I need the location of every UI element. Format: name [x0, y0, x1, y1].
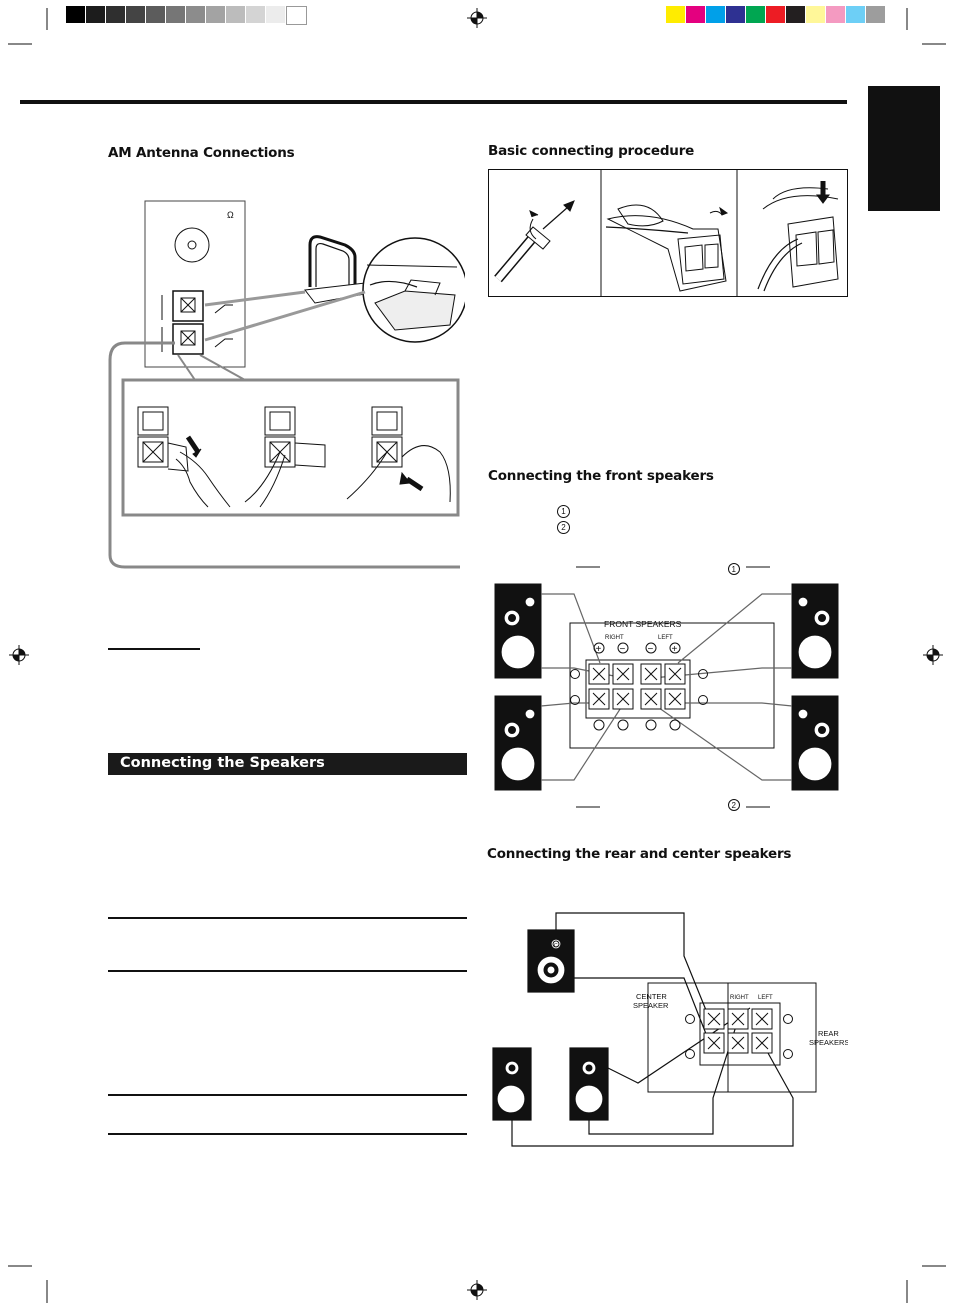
left-label: LEFT: [658, 635, 673, 641]
center-icon-letter: C: [554, 943, 558, 949]
left-label: LEFT: [758, 995, 773, 1001]
color-swatch: [726, 6, 745, 23]
color-swatch: [226, 6, 245, 23]
color-swatch: [66, 6, 85, 23]
divider: [108, 1094, 467, 1096]
header-rule: [20, 100, 847, 104]
plus-symbol: +: [672, 644, 678, 655]
basic-procedure-heading: Basic connecting procedure: [488, 143, 695, 159]
front-panel-label: FRONT SPEAKERS: [604, 619, 682, 629]
front-speakers-diagram: FRONT SPEAKERS RIGHT LEFT 1 2 + − − +: [494, 563, 839, 811]
step-marker: 2: [557, 521, 570, 534]
step-marker: 1: [732, 565, 737, 574]
minus-symbol: −: [648, 644, 654, 655]
color-swatch: [266, 6, 285, 23]
color-swatch: [806, 6, 825, 23]
minus-symbol: −: [620, 644, 626, 655]
right-label: RIGHT: [730, 995, 749, 1001]
color-swatch: [146, 6, 165, 23]
language-tab: [868, 86, 940, 211]
ohm-symbol: Ω: [227, 210, 234, 220]
right-label: RIGHT: [605, 635, 624, 641]
color-swatch: [286, 6, 307, 25]
color-swatch: [186, 6, 205, 23]
color-swatch: [206, 6, 225, 23]
color-swatch: [846, 6, 865, 23]
step-marker: 1: [557, 505, 570, 518]
color-swatch: [686, 6, 705, 23]
color-swatch: [166, 6, 185, 23]
rear-speakers-label: SPEAKERS: [809, 1038, 848, 1047]
color-swatch: [246, 6, 265, 23]
color-swatch: [126, 6, 145, 23]
plus-symbol: +: [596, 644, 602, 655]
front-speakers-heading: Connecting the front speakers: [488, 468, 714, 484]
color-swatch: [706, 6, 725, 23]
divider: [108, 970, 467, 972]
color-swatch: [106, 6, 125, 23]
rear-center-heading: Connecting the rear and center speakers: [487, 846, 792, 862]
divider: [108, 648, 200, 650]
center-speaker-label: CENTER: [636, 992, 667, 1001]
am-antenna-diagram: Ω: [108, 200, 465, 569]
color-swatch: [86, 6, 105, 23]
center-speaker-label: SPEAKER: [633, 1001, 669, 1010]
basic-procedure-illustration: [488, 169, 848, 297]
color-swatch: [746, 6, 765, 23]
divider: [108, 1133, 467, 1135]
color-swatch: [666, 6, 685, 23]
color-swatch: [826, 6, 845, 23]
divider: [108, 917, 467, 919]
rear-center-speakers-diagram: C CENTER SPEAKER REAR SPEAKERS RIGHT LEF…: [492, 912, 848, 1147]
color-swatch: [786, 6, 805, 23]
color-swatch: [866, 6, 885, 23]
speakers-section-bar: Connecting the Speakers: [108, 753, 467, 775]
am-antenna-heading: AM Antenna Connections: [108, 145, 295, 161]
color-swatch: [766, 6, 785, 23]
step-marker: 2: [732, 801, 737, 810]
rear-speakers-label: REAR: [818, 1029, 839, 1038]
